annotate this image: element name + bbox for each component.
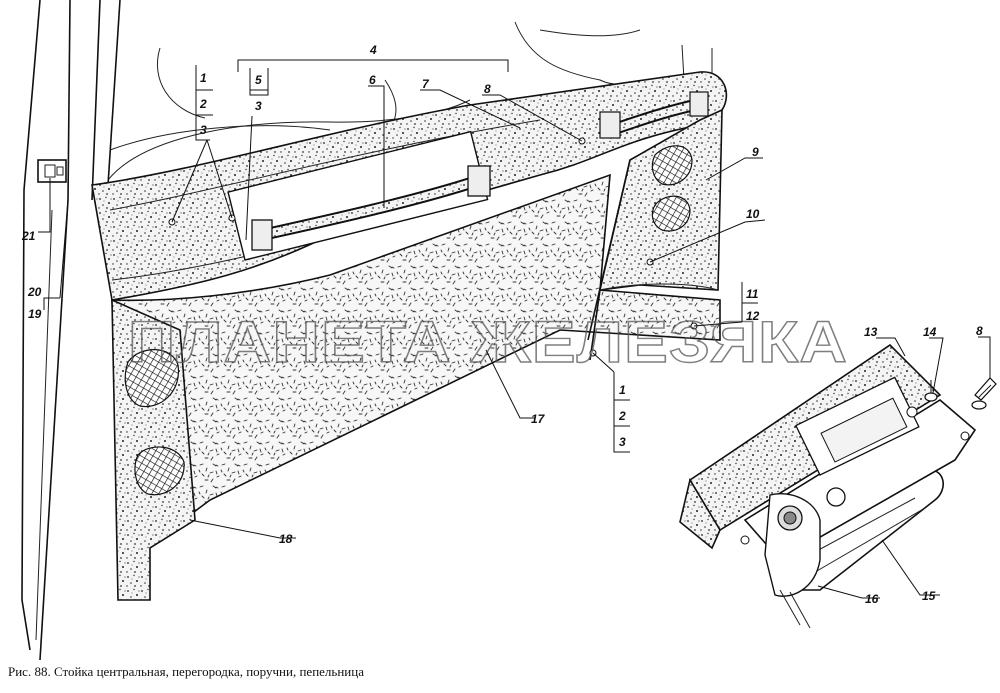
label-21: 21 [21, 229, 36, 243]
nut-14 [924, 380, 938, 402]
label-18: 18 [279, 532, 293, 546]
label-2-right: 2 [618, 409, 626, 423]
label-3-right: 3 [619, 435, 626, 449]
mesh-grille-upper-left [124, 349, 180, 408]
label-14: 14 [923, 325, 937, 339]
label-10: 10 [746, 207, 760, 221]
label-13: 13 [864, 325, 878, 339]
label-9: 9 [752, 145, 759, 159]
handrail-6 [227, 130, 491, 261]
cigarette-lighter-16 [764, 493, 821, 629]
label-3: 3 [200, 123, 207, 137]
label-3-upper: 3 [255, 99, 262, 113]
figure-caption: Рис. 88. Стойка центральная, перегородка… [8, 664, 364, 679]
label-20: 20 [27, 285, 42, 299]
part-labels: 1 2 3 4 5 3 6 7 8 9 10 11 12 1 2 3 13 14… [21, 43, 983, 606]
label-19: 19 [28, 307, 42, 321]
ashtray-cover-front [679, 477, 721, 550]
label-16: 16 [865, 592, 879, 606]
mesh-grille-right-lower [651, 195, 691, 232]
label-4: 4 [369, 43, 377, 57]
label-8: 8 [484, 82, 491, 96]
label-6: 6 [369, 73, 376, 87]
label-7: 7 [422, 77, 430, 91]
label-17: 17 [531, 412, 546, 426]
label-1-right: 1 [619, 383, 626, 397]
handrail-upper-right [599, 91, 709, 139]
label-1: 1 [200, 71, 207, 85]
leader-lines [38, 59, 991, 599]
mesh-grille-right-upper [651, 145, 693, 186]
label-12: 12 [746, 309, 760, 323]
label-2: 2 [199, 97, 207, 111]
label-15: 15 [922, 589, 936, 603]
partition-lower-panel [111, 173, 721, 547]
label-11: 11 [746, 287, 759, 301]
label-5: 5 [255, 73, 262, 87]
screw-8 [971, 377, 997, 410]
watermark: ПЛАНЕТА ЖЕЛЕЗЯКА [128, 310, 848, 375]
label-8-screw: 8 [976, 324, 983, 338]
central-pillar [21, 0, 121, 661]
ashtray-assembly [679, 343, 977, 629]
clip-part-21 [37, 159, 67, 183]
mesh-grille-lower-left [134, 446, 185, 496]
